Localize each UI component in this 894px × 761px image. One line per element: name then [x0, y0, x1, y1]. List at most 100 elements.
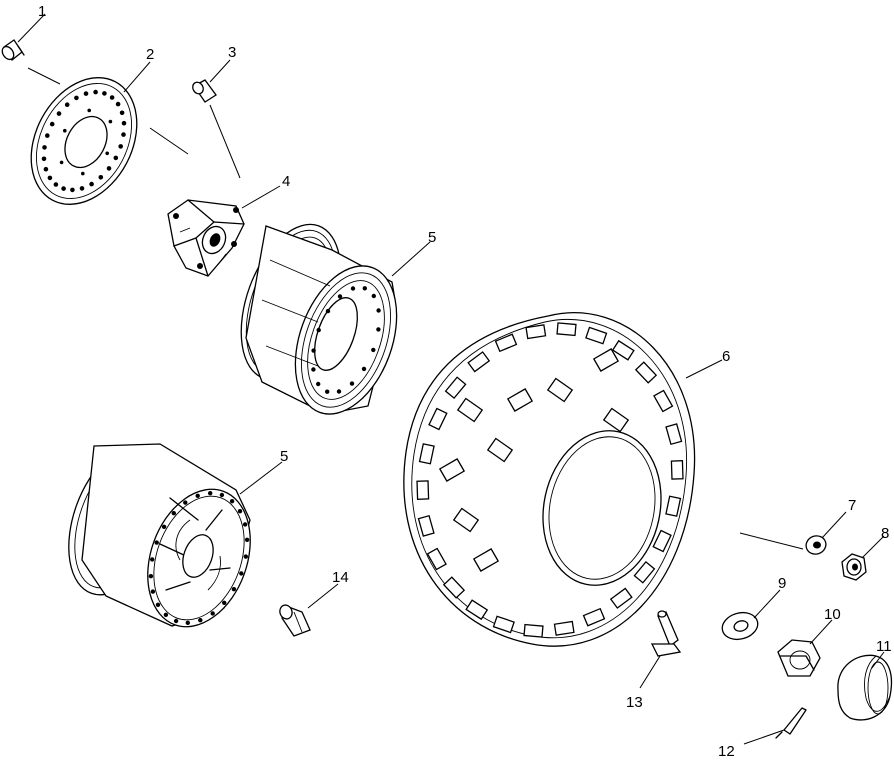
leader-9	[753, 589, 781, 619]
rim-rivet	[185, 620, 190, 625]
leader-10	[809, 619, 833, 645]
rim-rivet	[229, 499, 235, 504]
tread-block	[634, 361, 658, 384]
disc-hole	[113, 155, 119, 161]
tread-block	[465, 599, 489, 621]
tread-block	[582, 607, 606, 627]
rim-bolt-hole	[350, 286, 356, 291]
disc-hole	[47, 175, 53, 181]
disc-hole	[102, 91, 107, 96]
tread-block	[523, 623, 544, 638]
tread-block	[452, 507, 480, 533]
tread-block	[609, 587, 633, 609]
callout-3: 3	[228, 44, 236, 61]
tread-block	[438, 458, 466, 482]
leader-12	[743, 729, 785, 745]
rim-bolt-hole	[316, 327, 321, 333]
callout-5-upper: 5	[428, 229, 436, 246]
tread-block	[585, 326, 608, 345]
part-6-tire	[403, 312, 696, 647]
tread-block	[556, 322, 577, 337]
disc-bolt-hole	[59, 160, 64, 165]
disc-hole	[121, 132, 126, 137]
disc-hole	[61, 186, 66, 191]
rim-rivet	[154, 540, 159, 545]
leader-14	[307, 583, 339, 609]
part-9-flat-washer	[721, 611, 759, 641]
part-12-cotter-pin	[775, 707, 807, 739]
part-2-brake-disc	[30, 77, 138, 205]
tread-block	[472, 548, 500, 572]
tread-block	[611, 339, 635, 361]
tread-block	[670, 460, 684, 480]
part-8-lug-nut	[841, 553, 867, 581]
disc-bolt-hole	[108, 119, 113, 124]
disc-hole	[41, 156, 47, 162]
disc-hole	[56, 111, 62, 116]
rim-rivet	[171, 511, 176, 516]
disc-hole	[74, 95, 79, 101]
leader-11	[871, 651, 885, 669]
tread-block	[418, 443, 435, 465]
leader-7	[821, 511, 847, 539]
rim-bolt-hole	[362, 286, 367, 291]
leader-8	[861, 535, 885, 559]
disc-hole	[45, 133, 50, 138]
disc-hole	[121, 120, 127, 126]
tread-block	[416, 480, 430, 500]
tread-block	[506, 388, 534, 412]
tread-block	[456, 397, 484, 423]
rim-rivet	[173, 618, 179, 624]
callout-5-lower: 5	[280, 448, 288, 465]
disc-hole	[70, 187, 75, 193]
tread-block	[444, 376, 467, 400]
callout-1: 1	[38, 3, 46, 20]
rim-rivet	[195, 493, 200, 498]
tread-block	[467, 351, 491, 373]
tread-block	[492, 615, 515, 634]
disc-hole	[109, 95, 115, 100]
rim-bolt-hole	[316, 381, 321, 387]
tread-block	[546, 377, 574, 403]
tread-block	[417, 514, 435, 537]
callout-2: 2	[146, 46, 154, 63]
tread-block	[553, 620, 575, 636]
disc-hole	[79, 186, 85, 191]
part-7-washer	[805, 535, 827, 555]
rim-rivet	[155, 602, 161, 607]
rim-rivet	[161, 524, 167, 529]
rim-rivet	[163, 612, 169, 617]
rim-bolt-hole	[349, 381, 355, 386]
rim-rivet	[243, 554, 248, 559]
leader-4	[241, 185, 281, 209]
callout-7: 7	[848, 497, 856, 514]
rim-bolt-hole	[325, 389, 330, 394]
callout-6: 6	[722, 348, 730, 365]
callout-4: 4	[282, 173, 290, 190]
disc-bolt-hole	[105, 151, 109, 156]
callout-8: 8	[881, 525, 889, 542]
leader-1b	[27, 67, 61, 85]
disc-hole	[83, 91, 89, 96]
leader-13	[639, 655, 661, 689]
callout-12: 12	[718, 743, 735, 760]
rim-bolt-hole	[325, 308, 331, 314]
leader-5a	[391, 241, 431, 277]
leader-2	[123, 61, 151, 93]
rim-bolt-hole	[361, 366, 367, 372]
disc-hole	[115, 101, 121, 107]
rim-rivet	[239, 571, 244, 576]
disc-bolt-hole	[87, 108, 91, 113]
rim-rivet	[210, 611, 215, 616]
disc-hole	[49, 121, 55, 127]
leader-5b	[239, 461, 283, 495]
tread-block	[525, 324, 547, 340]
disc-hole	[118, 144, 123, 149]
disc-hole	[89, 181, 94, 187]
disc-hole	[64, 102, 70, 107]
rim-rivet	[244, 537, 250, 542]
leader-7a	[739, 532, 804, 550]
rim-rivet	[231, 587, 237, 592]
part-4-hub	[167, 199, 245, 277]
tread-block	[592, 348, 620, 372]
